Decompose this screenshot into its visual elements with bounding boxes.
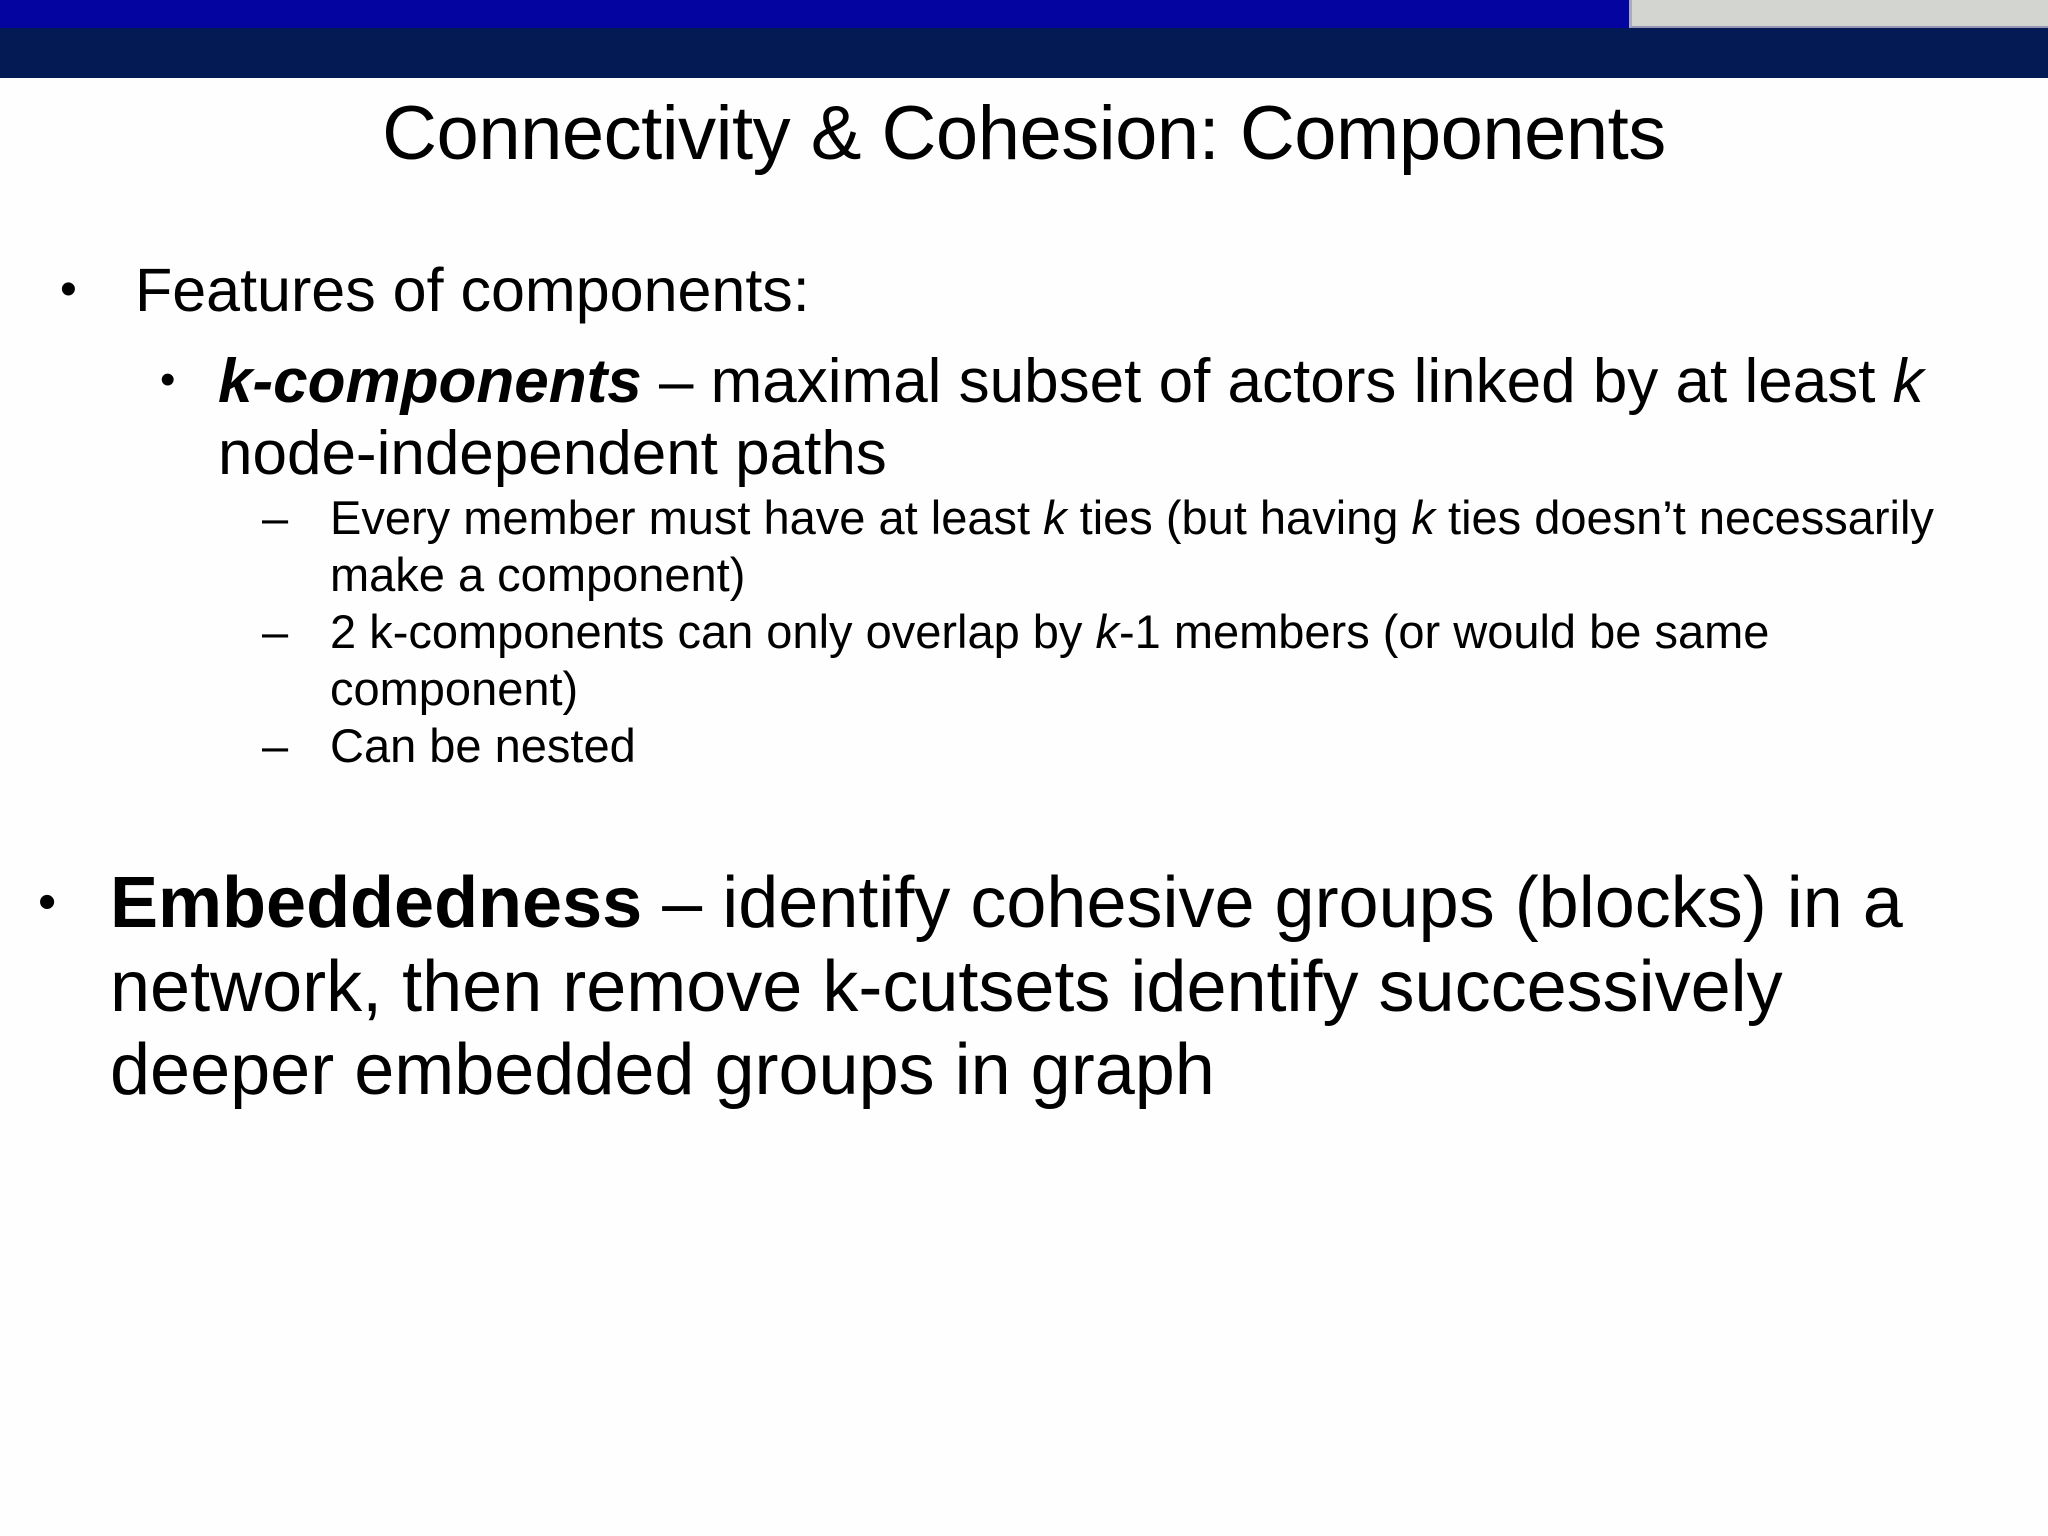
- sub-item-every-member: – Every member must have at least k ties…: [0, 490, 2048, 604]
- k-components-line2-post: node-independent paths: [218, 419, 887, 489]
- dash-marker-icon: –: [262, 491, 289, 545]
- dash-marker-icon: –: [262, 604, 289, 658]
- bullet-dot-icon: •: [60, 263, 77, 316]
- bullet-features-of-components: • Features of components:: [0, 256, 2048, 324]
- header-band-blue: [0, 0, 1629, 28]
- header-band-navy: [0, 28, 2048, 78]
- bullet-dot-icon: •: [38, 873, 57, 932]
- body-spacer: [0, 774, 2048, 862]
- bullet-features-label: Features of components:: [135, 256, 810, 324]
- bullet-k-components: • k-components – maximal subset of actor…: [0, 346, 2048, 490]
- embeddedness-dash: –: [642, 863, 723, 944]
- header-band-gray: [1629, 0, 2048, 28]
- term-k-components: k-components: [218, 347, 642, 417]
- sub-item-text-1: 2 k-components can only overlap by k-1 m…: [330, 604, 1770, 715]
- k-components-description: maximal subset of actors linked: [710, 347, 1576, 417]
- term-embeddedness: Embeddedness: [110, 863, 643, 944]
- sub-item-can-be-nested: – Can be nested: [0, 718, 2048, 775]
- bullet-dot-icon: •: [160, 355, 176, 405]
- k-components-line2-k: k: [1892, 347, 1924, 417]
- k-components-line2-pre: by at least: [1592, 347, 1893, 417]
- k-components-dash: –: [641, 347, 711, 417]
- embeddedness-description: identify cohesive groups (blocks) in a n…: [110, 863, 1903, 1111]
- sub-item-text-0: Every member must have at least k ties (…: [330, 491, 1934, 601]
- sub-item-text-2: Can be nested: [330, 718, 636, 772]
- slide-title: Connectivity & Cohesion: Components: [382, 91, 1666, 176]
- bullet-embeddedness: • Embeddedness – identify cohesive group…: [0, 862, 2048, 1113]
- slide-body: • Features of components: • k-components…: [0, 256, 2048, 1113]
- dash-marker-icon: –: [262, 718, 289, 772]
- sub-item-two-k-components: – 2 k-components can only overlap by k-1…: [0, 604, 2048, 718]
